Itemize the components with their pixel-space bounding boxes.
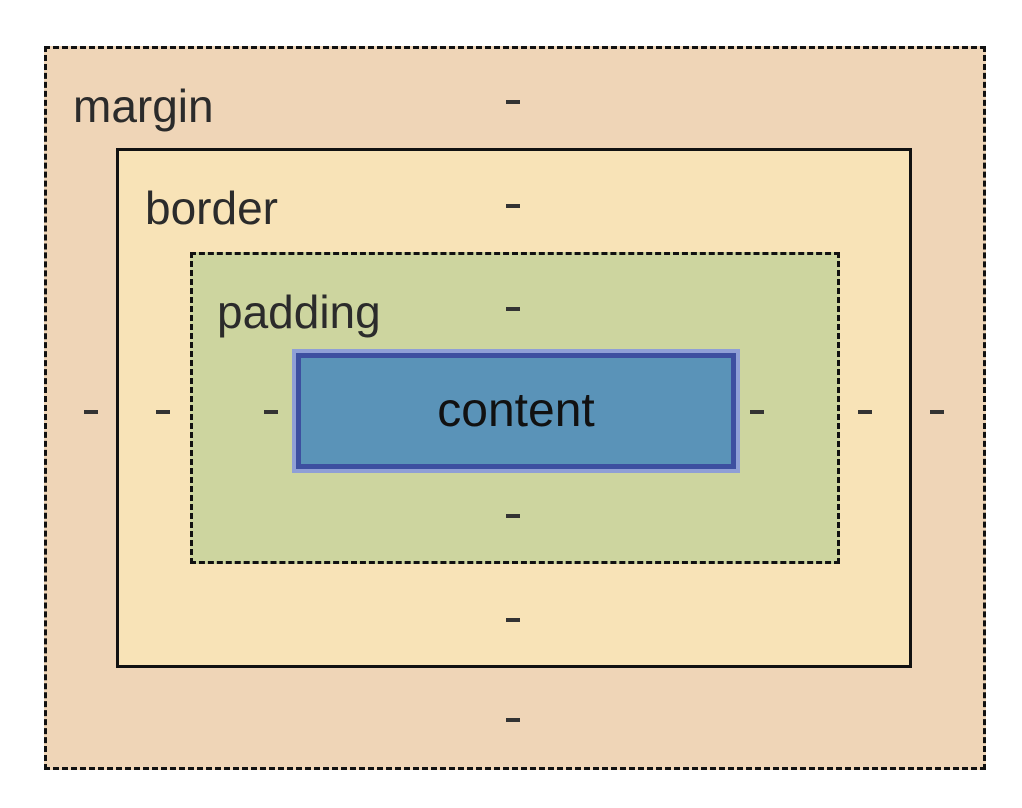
border-left-value [156,410,170,414]
margin-top-value [506,100,520,104]
border-label: border [145,182,278,234]
margin-right-value [930,410,944,414]
border-bottom-value [506,618,520,622]
content-box: content [296,353,736,469]
border-right-value [858,410,872,414]
margin-left-value [84,410,98,414]
margin-bottom-value [506,718,520,722]
padding-left-value [264,410,278,414]
padding-top-value [506,307,520,311]
border-top-value [506,204,520,208]
padding-label: padding [217,286,381,338]
content-label: content [437,384,595,437]
margin-label: margin [73,80,214,132]
padding-right-value [750,410,764,414]
padding-bottom-value [506,514,520,518]
